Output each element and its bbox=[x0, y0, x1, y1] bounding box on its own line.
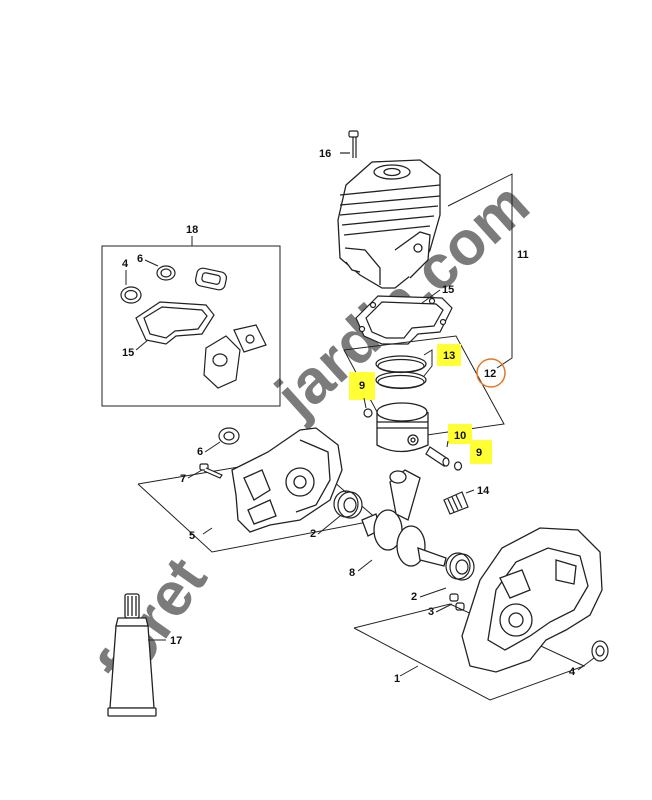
highlight-9-right bbox=[470, 440, 492, 464]
cylinder-bracket bbox=[447, 173, 513, 369]
piston-kit-box bbox=[343, 335, 505, 441]
crankcase-right[interactable] bbox=[461, 527, 603, 673]
screw-7[interactable] bbox=[199, 463, 223, 479]
callout-4-top: 4 bbox=[122, 258, 129, 270]
callout-9-left: 9 bbox=[359, 380, 365, 392]
callout-3: 3 bbox=[428, 606, 434, 618]
callout-2-left: 2 bbox=[310, 528, 316, 540]
gasket-kit-box bbox=[101, 236, 281, 407]
highlight-10 bbox=[448, 424, 472, 444]
callout-12: 12 bbox=[484, 368, 496, 380]
callout-5: 5 bbox=[189, 530, 195, 542]
callout-11: 11 bbox=[517, 249, 529, 261]
callout-18: 18 bbox=[186, 224, 198, 236]
piston[interactable] bbox=[376, 402, 429, 453]
crankshaft[interactable] bbox=[361, 469, 447, 567]
callout-1: 1 bbox=[394, 673, 400, 685]
circlip-left[interactable] bbox=[363, 408, 373, 418]
piston-pin[interactable] bbox=[425, 446, 450, 467]
callout-8: 8 bbox=[349, 567, 355, 579]
watermark-text-1: foret bbox=[85, 546, 221, 698]
sealant-tube[interactable] bbox=[107, 593, 157, 717]
callout-16: 16 bbox=[319, 148, 331, 160]
highlight-9-left bbox=[349, 372, 375, 400]
callout-6-top: 6 bbox=[137, 253, 143, 265]
highlight-13 bbox=[437, 344, 461, 366]
callout-4-bottom: 4 bbox=[569, 666, 576, 678]
cylinder[interactable] bbox=[337, 159, 441, 289]
seal-4-right[interactable] bbox=[591, 640, 609, 662]
piston-rings[interactable] bbox=[375, 355, 427, 390]
callout-9-right: 9 bbox=[476, 447, 482, 459]
callout-6-left: 6 bbox=[197, 446, 203, 458]
callout-7: 7 bbox=[180, 473, 186, 485]
seal-6[interactable] bbox=[218, 427, 240, 445]
circlip-right[interactable] bbox=[453, 461, 463, 471]
needle-bearing[interactable] bbox=[443, 491, 469, 515]
ball-bearing-left[interactable] bbox=[333, 490, 363, 519]
callout-13: 13 bbox=[443, 350, 455, 362]
screw-16[interactable] bbox=[340, 130, 359, 158]
callout-15-left: 15 bbox=[122, 347, 134, 359]
cylinder-base-gasket[interactable] bbox=[355, 295, 453, 345]
gasket-kit-parts[interactable] bbox=[120, 265, 267, 389]
callout-15-right: 15 bbox=[442, 284, 454, 296]
circle-12 bbox=[476, 358, 506, 388]
crankcase-left[interactable] bbox=[231, 427, 343, 533]
watermark: foret bbox=[85, 546, 221, 698]
ball-bearing-right[interactable] bbox=[445, 552, 475, 581]
callout-10: 10 bbox=[454, 430, 466, 442]
callout-14: 14 bbox=[477, 485, 490, 497]
callout-2-right: 2 bbox=[411, 591, 417, 603]
callout-17: 17 bbox=[170, 635, 182, 647]
